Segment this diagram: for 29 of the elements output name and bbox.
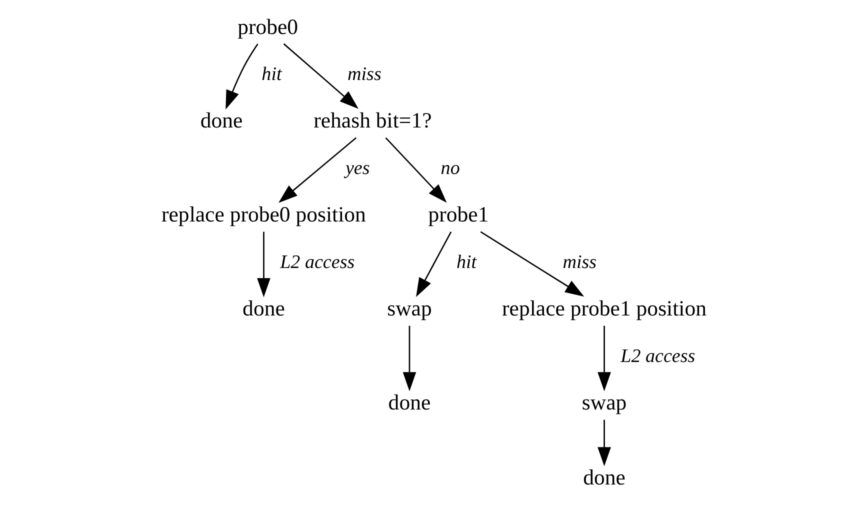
node-text: done — [388, 390, 431, 415]
edge-label: hit — [456, 252, 477, 273]
arrow — [598, 326, 611, 392]
arrow — [257, 232, 270, 298]
node-text: swap — [582, 390, 627, 415]
arrow — [480, 231, 584, 297]
edge-label: miss — [562, 252, 597, 273]
arrow — [402, 326, 416, 392]
edge-label: hit — [262, 64, 282, 85]
arrow — [598, 420, 611, 466]
node-text: done — [200, 108, 243, 133]
edge-label: yes — [345, 158, 370, 179]
edge-label: L2 access — [620, 346, 696, 367]
node-text: probe1 — [428, 202, 489, 227]
arrow — [416, 231, 452, 297]
arrow — [283, 43, 359, 109]
node-text: done — [583, 466, 626, 490]
node-text: replace probe0 position — [162, 202, 366, 227]
edge-label: L2 access — [280, 252, 355, 273]
arrow — [226, 44, 258, 110]
edge-label: no — [440, 158, 460, 179]
node-text: rehash bit=1? — [314, 108, 432, 133]
node-text: probe0 — [238, 14, 298, 39]
arrow — [278, 137, 357, 203]
node-text: done — [242, 296, 285, 321]
edge-label: miss — [348, 64, 382, 85]
node-text: swap — [387, 296, 432, 321]
node-text: replace probe1 position — [502, 296, 706, 321]
arrow — [385, 137, 447, 203]
